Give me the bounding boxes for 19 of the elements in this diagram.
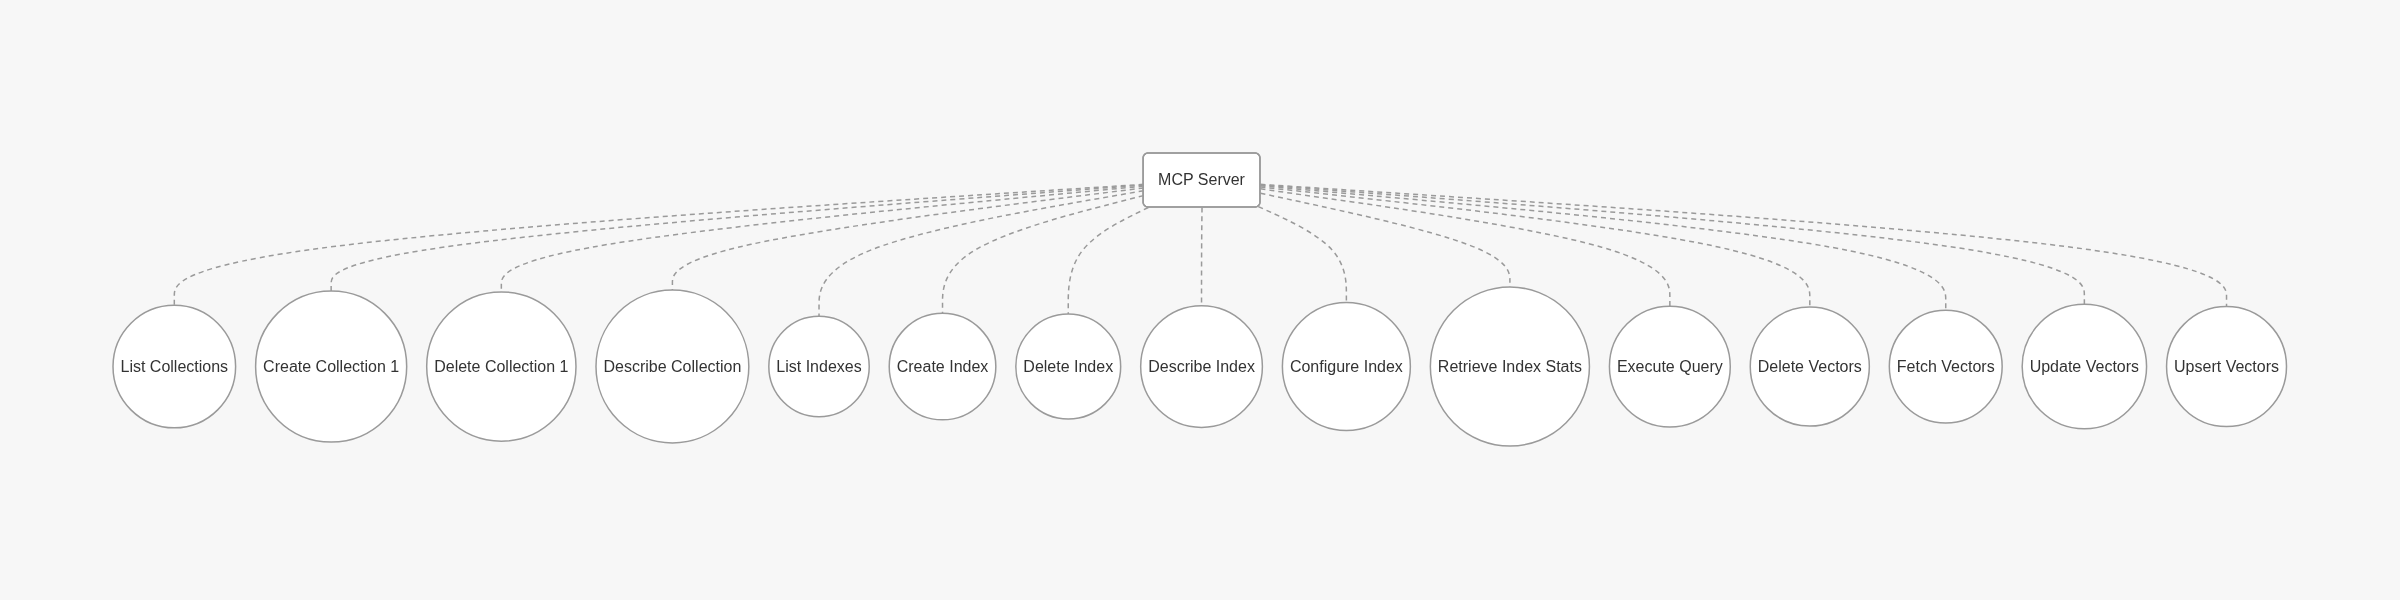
node-circle: Fetch Vectors	[1888, 309, 2004, 425]
node-circle: Retrieve Index Stats	[1429, 286, 1591, 448]
node-circle: Delete Collection 1	[426, 291, 577, 443]
node-circle: Delete Vectors	[1749, 306, 1871, 428]
node-circle: Configure Index	[1281, 302, 1412, 432]
connector	[1259, 188, 1671, 308]
node-circle: List Collections	[112, 304, 237, 430]
node-circle: Execute Query	[1608, 305, 1732, 429]
node-circle: Create Index	[888, 312, 997, 422]
node-circle: Describe Index	[1140, 305, 1264, 429]
connector	[1067, 207, 1150, 316]
connector	[1259, 184, 2086, 306]
node-circle: Describe Collection	[595, 289, 750, 445]
connector	[1259, 184, 2228, 308]
node-circle: Delete Index	[1015, 313, 1122, 421]
node-circle: Create Collection 1	[255, 290, 408, 444]
node-circle: List Indexes	[768, 316, 871, 418]
node-circle: Upsert Vectors	[2166, 306, 2288, 428]
node-circle: Update Vectors	[2021, 304, 2148, 430]
